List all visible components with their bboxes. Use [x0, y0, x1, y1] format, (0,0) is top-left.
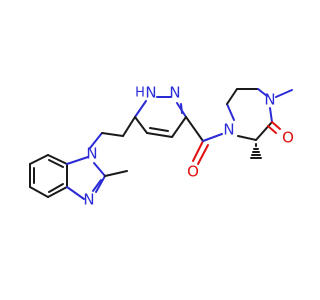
atom-label-piperazine-n4: N	[223, 121, 234, 139]
pyrazole-ring	[134, 96, 187, 138]
atom-label-pyrazole-nh: N	[145, 84, 156, 102]
atom-label-benzimidazole-n1: N	[86, 145, 97, 163]
imidazole-ring	[66, 156, 128, 200]
atom-label-amide-oxygen: O	[187, 163, 199, 181]
atom-label-benzimidazole-n3: N	[83, 191, 94, 209]
structure-canvas: N N H N N O N N O	[29, 84, 294, 209]
methylene-linker	[89, 116, 136, 149]
benzene-ring	[29, 154, 68, 198]
atom-label-piperazine-n1: N	[264, 91, 275, 109]
atom-label-pyrazole-h: H	[135, 86, 145, 101]
atom-label-pyrazole-n2: N	[169, 84, 180, 102]
atom-label-lactam-oxygen: O	[282, 129, 294, 147]
amide-group	[185, 116, 223, 165]
piperazinone-ring	[226, 88, 293, 159]
molecule-diagram: N N H N N O N N O	[29, 84, 294, 209]
